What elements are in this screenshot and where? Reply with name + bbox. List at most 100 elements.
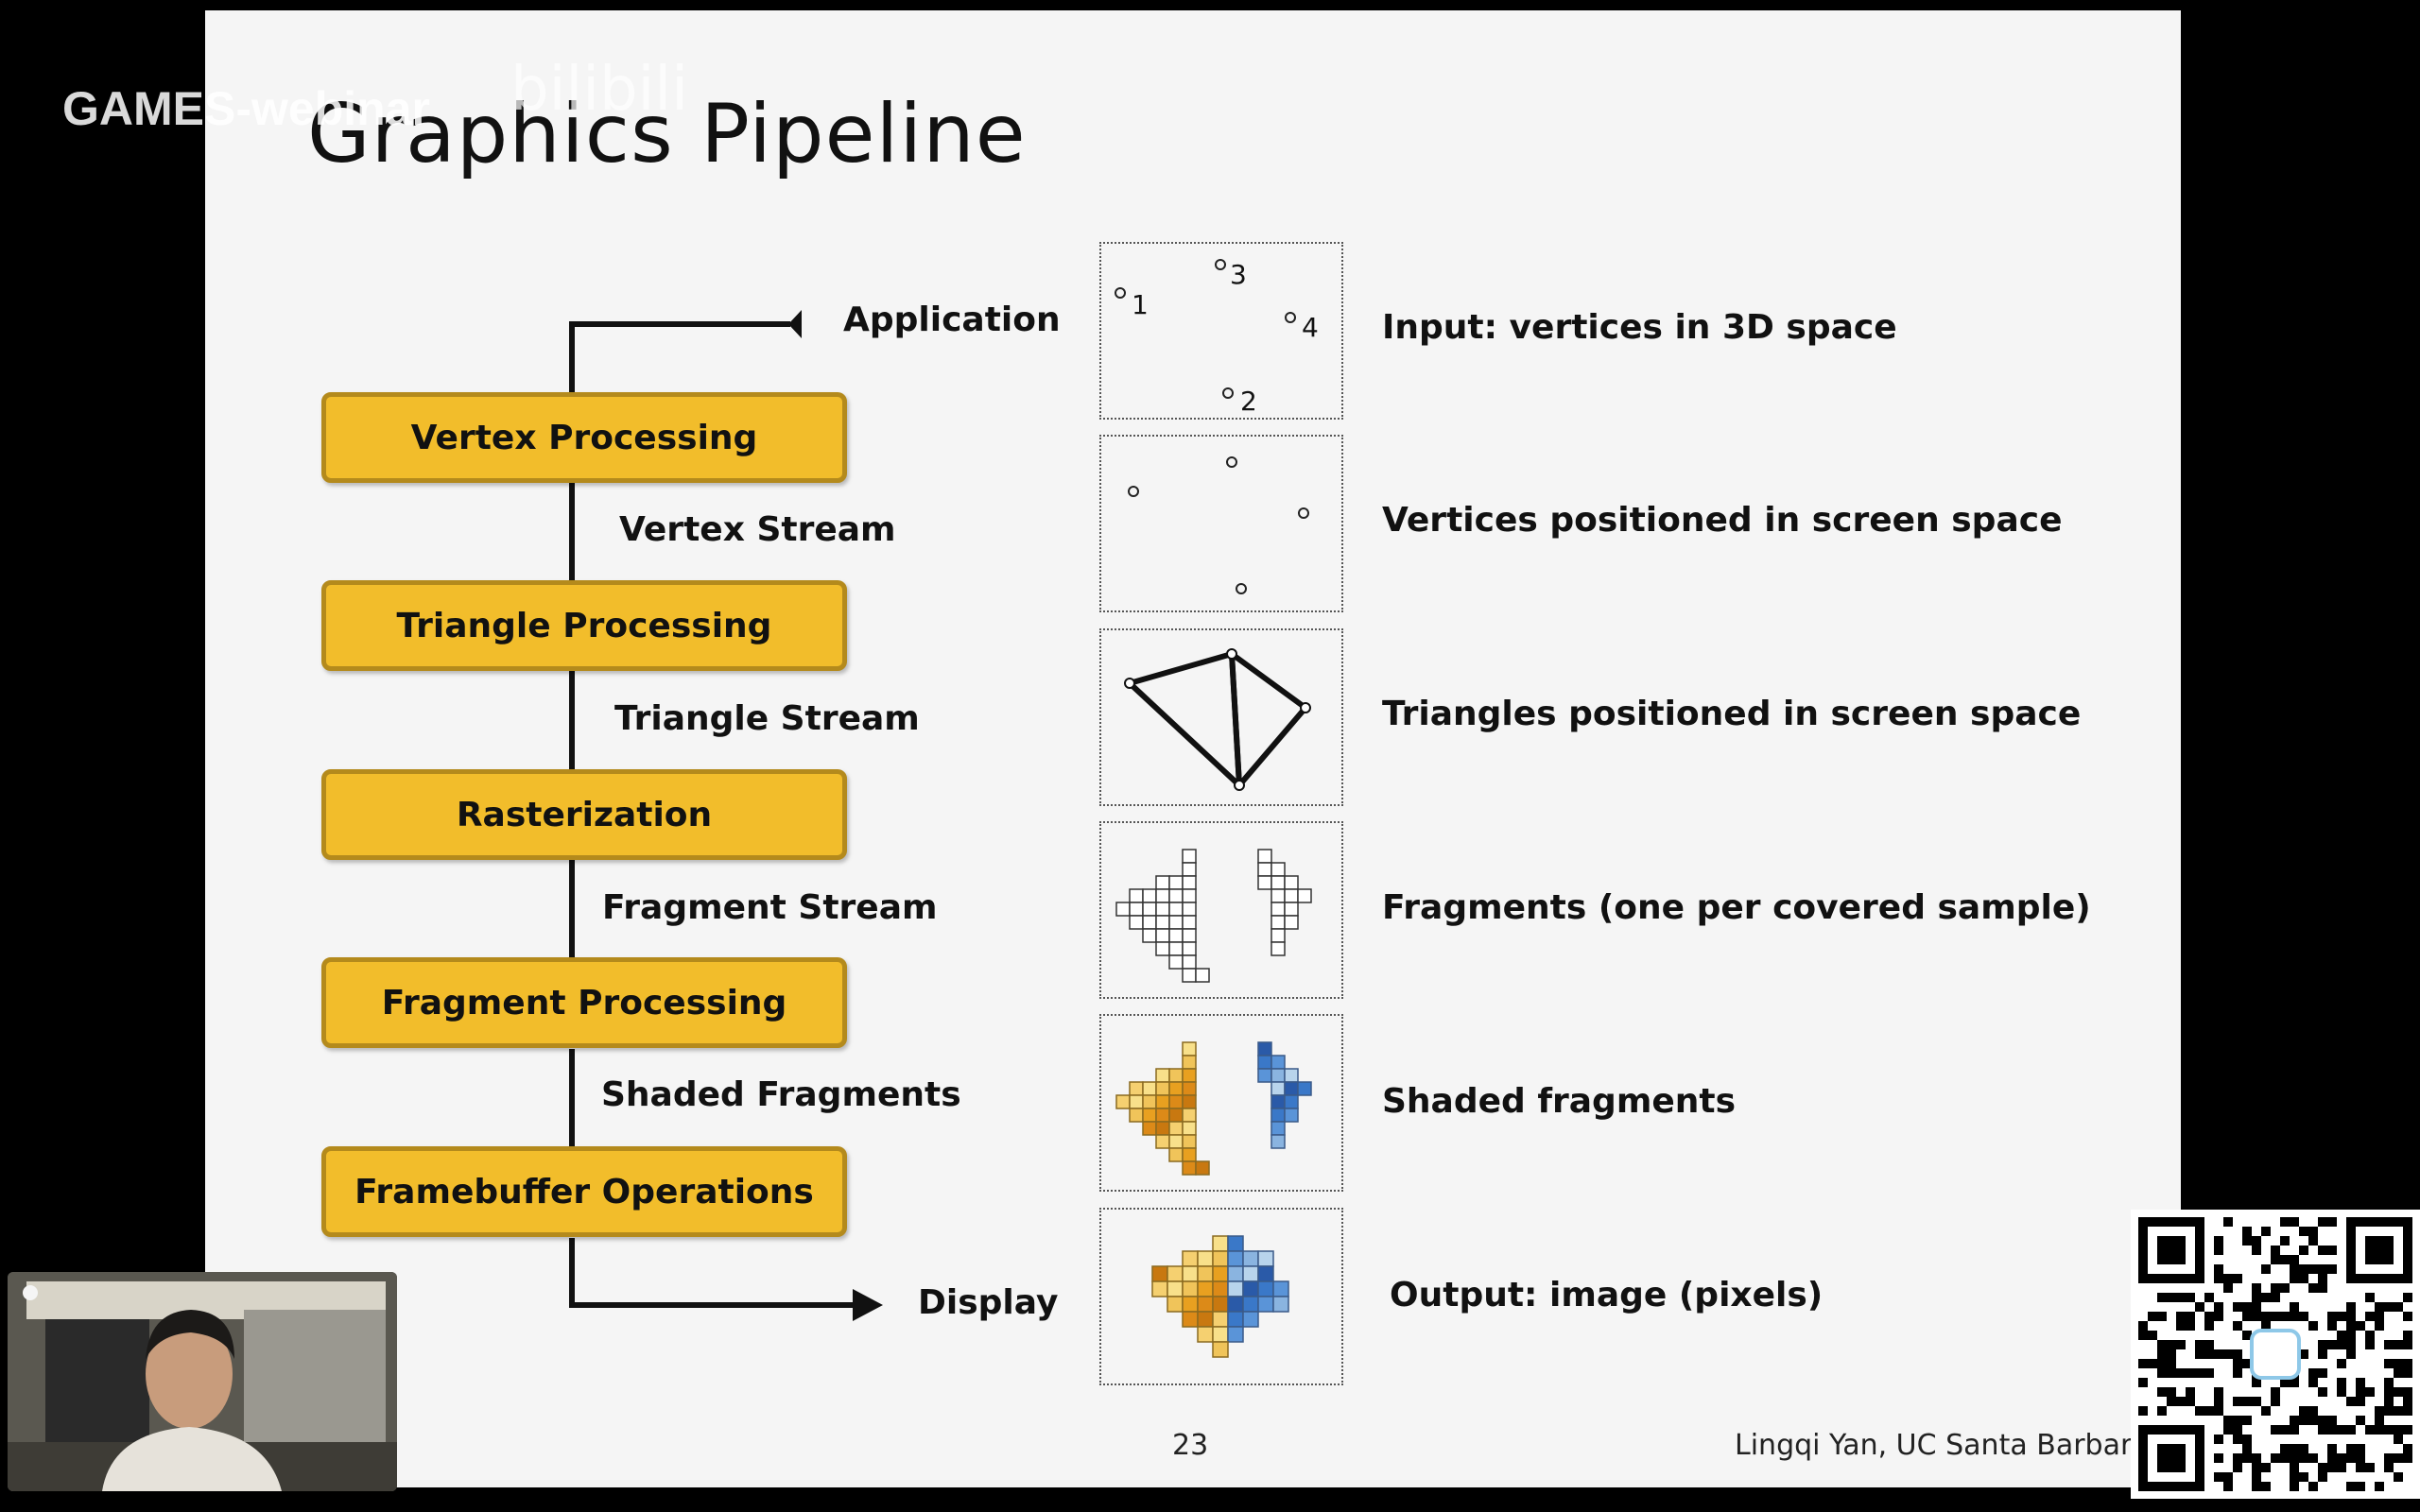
qr-module [2290,1463,2299,1472]
qr-module [2223,1274,2233,1283]
application-line [569,321,790,392]
qr-module [2223,1416,2233,1425]
qr-module [2261,1312,2271,1321]
qr-module [2242,1444,2252,1453]
fragment-cell [1182,888,1197,903]
shaded-fragment-cell [1168,1094,1184,1109]
qr-module [2223,1482,2233,1491]
qr-module [2242,1312,2252,1321]
output-pixel [1197,1280,1214,1297]
slide-title: Graphics Pipeline [307,87,1027,181]
qr-module [2384,1378,2394,1387]
qr-module [2271,1312,2280,1321]
qr-module [2308,1264,2318,1274]
qr-module [2337,1378,2346,1387]
output-pixel [1212,1341,1229,1358]
qr-module [2308,1482,2318,1491]
qr-module [2403,1387,2412,1397]
stage-vertex-processing: Vertex Processing [321,392,847,483]
qr-module [2308,1283,2318,1293]
shaded-fragment-cell [1155,1134,1170,1149]
qr-module [2346,1321,2356,1331]
qr-module [2327,1444,2337,1453]
output-pixel [1197,1296,1214,1313]
qr-module [2346,1482,2356,1491]
qr-module [2204,1406,2214,1416]
output-pixel [1197,1265,1214,1282]
qr-module [2280,1453,2290,1463]
fragment-cell [1270,928,1286,943]
shaded-fragment-cell [1129,1108,1144,1123]
qr-module [2214,1264,2223,1274]
qr-module [2148,1312,2157,1321]
description-triangles: Triangles positioned in screen space [1382,695,2082,733]
qr-module [2252,1283,2261,1293]
qr-module [2214,1387,2223,1397]
fragment-cell [1155,902,1170,917]
shaded-fragment-cell [1155,1068,1170,1083]
qr-module [2346,1425,2356,1435]
output-pixel [1257,1265,1274,1282]
qr-module [2346,1331,2356,1340]
qr-module [2394,1425,2403,1435]
qr-module [2290,1302,2299,1312]
qr-module [2318,1274,2327,1283]
qr-finder-pattern [2346,1217,2412,1283]
qr-module [2299,1264,2308,1274]
qr-module [2337,1453,2346,1463]
qr-module [2271,1453,2280,1463]
qr-module [2214,1274,2223,1283]
qr-module [2252,1378,2261,1387]
qr-module [2252,1482,2261,1491]
qr-module [2223,1472,2233,1482]
qr-module [2204,1340,2214,1349]
qr-module [2167,1397,2176,1406]
fragment-cell [1142,928,1157,943]
qr-module [2261,1227,2271,1236]
qr-module [2148,1331,2157,1340]
application-label: Application [843,301,1061,339]
fragment-cell [1182,915,1197,930]
qr-module [2242,1416,2252,1425]
qr-module [2299,1227,2308,1236]
qr-module [2223,1425,2233,1435]
panel-fragments [1099,821,1343,999]
qr-module [2299,1453,2308,1463]
output-pixel [1197,1326,1214,1343]
output-pixel [1227,1235,1244,1252]
fragment-cell [1257,875,1272,890]
fragment-cell [1142,902,1157,917]
shaded-fragment-cell [1284,1094,1299,1109]
qr-logo-icon [2250,1329,2301,1380]
shaded-fragment-cell [1284,1081,1299,1096]
qr-module [2280,1255,2290,1264]
qr-module [2318,1368,2327,1378]
qr-module [2186,1397,2195,1406]
qr-module [2299,1349,2308,1359]
page-number: 23 [1172,1429,1209,1462]
vertex-number: 4 [1302,312,1319,343]
shaded-fragment-cell [1182,1108,1197,1123]
output-pixel [1242,1250,1259,1267]
shaded-fragment-cell [1270,1094,1286,1109]
qr-module [2252,1453,2261,1463]
shaded-fragment-cell [1182,1081,1197,1096]
qr-module [2157,1293,2167,1302]
qr-module [2233,1463,2242,1472]
qr-module [2233,1425,2242,1435]
qr-module [2157,1387,2167,1397]
qr-module [2204,1312,2214,1321]
qr-module [2403,1293,2412,1302]
description-screen-vertices: Vertices positioned in screen space [1382,501,2063,540]
qr-module [2176,1312,2186,1321]
qr-module [2195,1368,2204,1378]
output-pixel [1167,1280,1184,1297]
qr-module [2252,1397,2261,1406]
fragment-cell [1168,875,1184,890]
watermark-text: GAMES-webinar [62,82,430,135]
vertex-point [1124,678,1135,689]
qr-module [2299,1416,2308,1425]
fragment-cell [1284,888,1299,903]
qr-module [2318,1463,2327,1472]
qr-module [2337,1331,2346,1340]
